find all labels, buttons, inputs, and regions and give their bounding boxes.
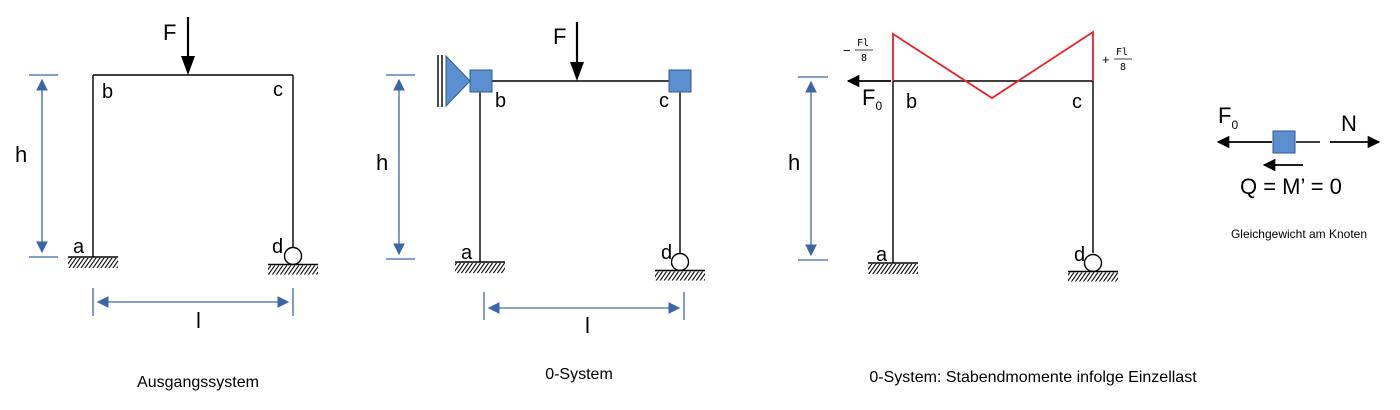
right-moment-denominator: 8 [1120, 62, 1126, 73]
height-label: h [788, 150, 800, 175]
rigid-node-icon [1272, 130, 1296, 154]
node-c-label: c [1072, 91, 1082, 113]
caption-gleichgewicht: Gleichgewicht am Knoten [1231, 227, 1367, 241]
force-label: F [553, 24, 566, 49]
node-a-label: a [876, 244, 888, 266]
node-c-label: c [659, 90, 669, 112]
fixed-support-icon [455, 261, 505, 273]
fixed-support-icon [68, 256, 118, 268]
frame-structure [92, 74, 294, 257]
node-c-label: c [273, 79, 283, 101]
height-dimension [29, 74, 58, 258]
length-dimension [483, 292, 685, 320]
right-moment-numerator: Fl [1116, 47, 1128, 58]
force-arrow-icon [570, 22, 584, 81]
rigid-node-b-icon [469, 69, 493, 93]
node-d-label: d [1074, 244, 1085, 266]
node-a-label: a [73, 236, 85, 258]
moment-diagram [892, 30, 1094, 100]
equilibrium-equation: Q = M’ = 0 [1240, 174, 1342, 199]
system-ausgangssystem: F b c a d h l Ausgangssystem [15, 17, 318, 391]
rigid-node-c-icon [668, 69, 692, 93]
right-end-moment: + Fl 8 [1102, 47, 1132, 73]
right-moment-sign: + [1102, 52, 1110, 67]
frame-structure [479, 80, 681, 262]
reaction-label: F0 [862, 85, 882, 113]
node-b-label: b [102, 81, 113, 103]
node-equilibrium: F0 N Q = M’ = 0 Gleichgewicht am Knoten [1216, 103, 1381, 241]
roller-support-icon [1068, 253, 1118, 282]
system-stabendmomente: − Fl 8 + Fl 8 F0 b c a d [788, 30, 1197, 386]
fixed-support-icon [868, 262, 918, 274]
node-d-label: d [272, 236, 283, 258]
roller-support-icon [655, 252, 705, 281]
roller-support-icon [268, 246, 318, 275]
left-end-moment: − Fl 8 [843, 38, 873, 64]
height-dimension [798, 76, 828, 261]
length-label: l [196, 308, 201, 333]
left-moment-denominator: 8 [861, 53, 867, 64]
height-label: h [376, 150, 388, 175]
caption-stabendmomente: 0-System: Stabendmomente infolge Einzell… [869, 369, 1197, 386]
reaction-label: F0 [1218, 103, 1238, 132]
lateral-support-icon [437, 54, 471, 108]
length-dimension [92, 288, 294, 316]
caption-ausgangssystem: Ausgangssystem [137, 374, 259, 391]
force-arrow-icon [181, 17, 195, 75]
left-moment-numerator: Fl [857, 38, 869, 49]
left-moment-sign: − [843, 43, 851, 58]
height-label: h [15, 142, 27, 167]
system-0-system: F b c a d h l [376, 22, 705, 383]
node-d-label: d [661, 242, 672, 264]
height-dimension [386, 74, 415, 260]
node-b-label: b [495, 90, 506, 112]
node-b-label: b [906, 91, 917, 113]
length-label: l [585, 313, 590, 338]
normal-force-label: N [1341, 111, 1357, 136]
force-label: F [163, 20, 176, 45]
node-a-label: a [461, 242, 473, 264]
frame-structure [892, 80, 1094, 263]
caption-0-system: 0-System [545, 366, 613, 383]
